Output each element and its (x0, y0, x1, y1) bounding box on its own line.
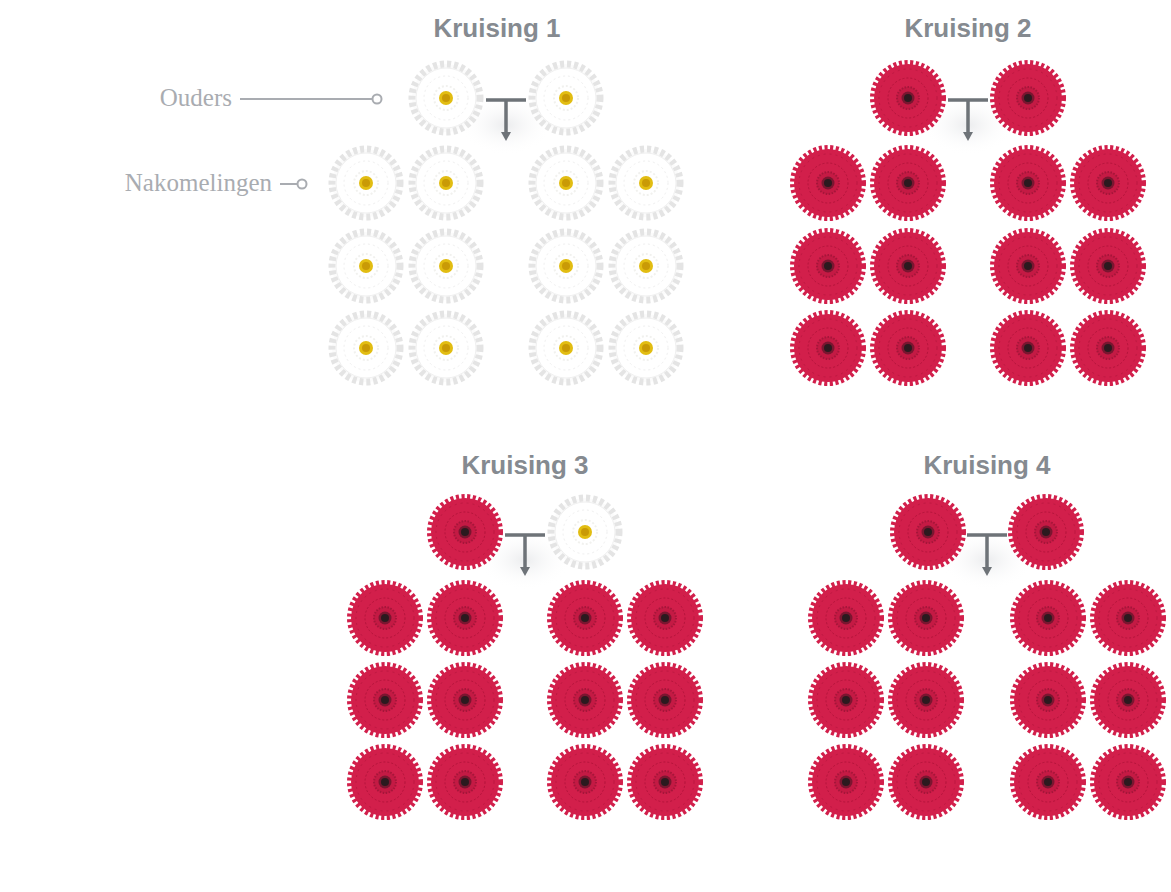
cross-title: Kruising 2 (904, 13, 1031, 44)
cross-3 (351, 498, 699, 816)
cross-4 (812, 498, 1162, 816)
cross-title: Kruising 3 (461, 450, 588, 481)
cross-2 (794, 64, 1142, 382)
cross-title: Kruising 1 (433, 13, 560, 44)
row-label: Nakomelingen (125, 168, 272, 198)
cross-1 (332, 64, 680, 382)
row-label: Ouders (160, 83, 232, 113)
cross-title: Kruising 4 (923, 450, 1050, 481)
